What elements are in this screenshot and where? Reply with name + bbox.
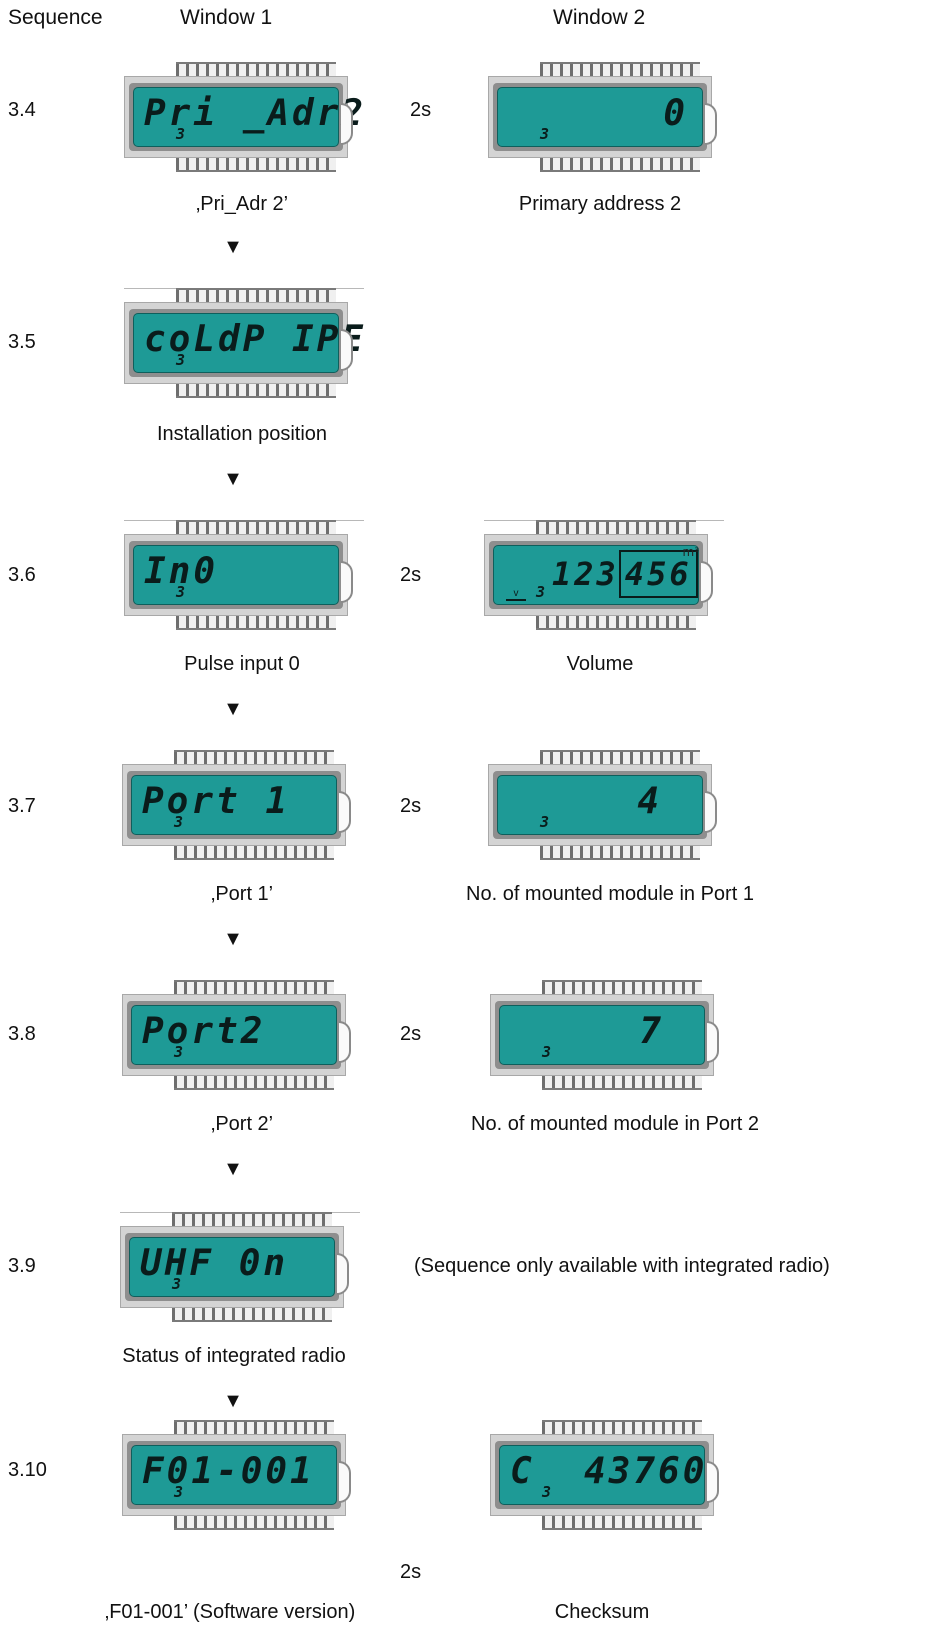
header-window-2: Window 2: [553, 6, 646, 29]
lcd-text: 4: [637, 781, 662, 822]
lcd-sub-digit: 3: [176, 125, 186, 143]
lcd-text: In0: [144, 551, 219, 592]
lcd-display-window-2: 7 3: [490, 980, 719, 1090]
window-1-caption: ‚F01-001’ (Software version): [104, 1601, 356, 1623]
lcd-text: 0: [663, 93, 688, 134]
window-2-caption: Primary address 2: [518, 193, 682, 215]
window-1-caption: Installation position: [156, 423, 328, 445]
window-2-caption: Checksum: [554, 1601, 650, 1623]
window-1-caption: Status of integrated radio: [122, 1345, 346, 1367]
delay-label: 2s: [400, 1561, 422, 1583]
lcd-display-window-1: Port2 3: [122, 980, 351, 1090]
volume-unit: m³: [682, 545, 700, 559]
radio-availability-note: (Sequence only available with integrated…: [414, 1255, 830, 1277]
sequence-number: 3.7: [8, 795, 36, 817]
window-2-caption: No. of mounted module in Port 2: [471, 1113, 759, 1135]
lcd-text: 7: [639, 1011, 664, 1052]
lcd-display-window-2: 0 3: [488, 62, 717, 172]
header-window-1: Window 1: [180, 6, 273, 29]
lcd-display-window-1: UHF 0n 3: [120, 1212, 360, 1322]
down-arrow-icon: ▼: [223, 698, 243, 720]
lcd-display-window-1: In0 3: [124, 520, 364, 630]
volume-marker-icon: v: [506, 589, 526, 601]
lcd-display-window-1: F01-001 3: [122, 1420, 351, 1530]
sequence-number: 3.9: [8, 1255, 36, 1277]
lcd-sub-digit: 3: [540, 813, 550, 831]
window-1-caption: ‚Port 2’: [210, 1113, 274, 1135]
lcd-display-window-1: Port 1 3: [122, 750, 351, 860]
sequence-number: 3.8: [8, 1023, 36, 1045]
delay-label: 2s: [400, 795, 422, 817]
window-2-caption: Volume: [566, 653, 634, 675]
lcd-sub-digit: 3: [536, 583, 546, 601]
down-arrow-icon: ▼: [223, 1390, 243, 1412]
lcd-text: UHF 0n: [140, 1243, 289, 1284]
sequence-number: 3.4: [8, 99, 36, 121]
lcd-text: Port2: [142, 1011, 266, 1052]
down-arrow-icon: ▼: [223, 928, 243, 950]
lcd-sub-digit: 3: [174, 1043, 184, 1061]
sequence-number: 3.6: [8, 564, 36, 586]
down-arrow-icon: ▼: [223, 1158, 243, 1180]
window-2-caption: No. of mounted module in Port 1: [466, 883, 754, 905]
lcd-sub-digit: 3: [540, 125, 550, 143]
sequence-number: 3.10: [8, 1459, 47, 1481]
lcd-sub-digit: 3: [176, 351, 186, 369]
down-arrow-icon: ▼: [223, 236, 243, 258]
sequence-number: 3.5: [8, 331, 36, 353]
lcd-display-window-2: 4 3: [488, 750, 717, 860]
lcd-sub-digit: 3: [174, 1483, 184, 1501]
lcd-text: C 43760: [510, 1451, 708, 1492]
lcd-display-window-1: Pri _Adr2 3: [124, 62, 363, 172]
delay-label: 2s: [410, 99, 432, 121]
header-sequence: Sequence: [8, 6, 103, 29]
delay-label: 2s: [400, 564, 422, 586]
lcd-sub-digit: 3: [172, 1275, 182, 1293]
lcd-text: F01-001: [142, 1451, 315, 1492]
window-1-caption: ‚Port 1’: [210, 883, 274, 905]
lcd-sub-digit: 3: [542, 1043, 552, 1061]
lcd-sub-digit: 3: [542, 1483, 552, 1501]
delay-label: 2s: [400, 1023, 422, 1045]
down-arrow-icon: ▼: [223, 468, 243, 490]
lcd-display-window-1: coLdP IPE 3: [124, 288, 364, 398]
lcd-text: Port 1: [142, 781, 291, 822]
window-1-caption: Pulse input 0: [184, 653, 300, 675]
lcd-sub-digit: 3: [174, 813, 184, 831]
lcd-sub-digit: 3: [176, 583, 186, 601]
window-1-caption: ‚Pri_Adr 2’: [195, 193, 289, 215]
lcd-display-window-2: C 43760 3: [490, 1420, 719, 1530]
